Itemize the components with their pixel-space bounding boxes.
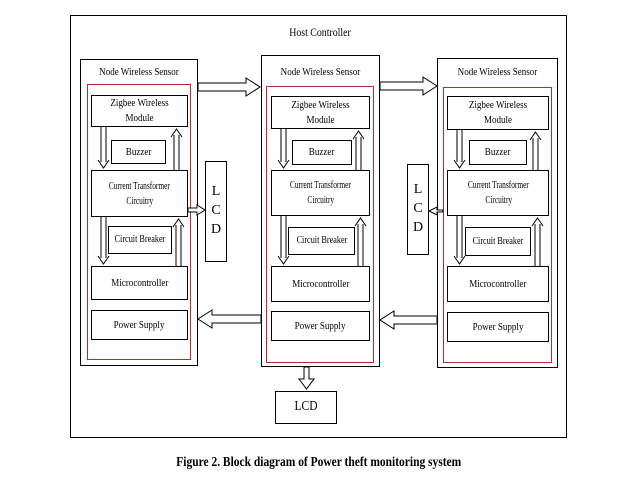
node-2-power-supply: Power Supply bbox=[271, 311, 370, 341]
node-1-zigbee-module: Zigbee Wireless Module bbox=[91, 95, 188, 127]
node-sensor-2-title: Node Wireless Sensor bbox=[280, 66, 361, 78]
arrow-n1-micro-to-ct bbox=[172, 218, 185, 266]
arrow-n3-micro-to-ct bbox=[531, 217, 544, 266]
node-3-circuit-breaker: Circuit Breaker bbox=[465, 227, 531, 256]
node-3-microcontroller: Microcontroller bbox=[447, 266, 549, 302]
node-1-power-supply: Power Supply bbox=[91, 310, 188, 340]
arrow-n3-ct-to-zigbee bbox=[529, 131, 542, 170]
node-2-microcontroller: Microcontroller bbox=[271, 266, 370, 302]
arrow-n2-ct-to-micro bbox=[277, 216, 290, 265]
arrow-n3-zigbee-to-ct bbox=[453, 130, 466, 169]
arrow-node2-to-node1 bbox=[197, 309, 262, 329]
arrow-node3-to-node2 bbox=[379, 310, 438, 330]
arrow-n3-ct-to-micro bbox=[453, 216, 466, 265]
arrow-n1-ct-to-micro bbox=[97, 217, 110, 265]
node-3-buzzer: Buzzer bbox=[469, 140, 527, 165]
figure-caption: Figure 2. Block diagram of Power theft m… bbox=[176, 455, 462, 470]
node-2-buzzer: Buzzer bbox=[292, 140, 352, 165]
node-1-microcontroller: Microcontroller bbox=[91, 266, 188, 300]
arrow-n2-ct-to-zigbee bbox=[352, 130, 365, 170]
lcd-bottom: LCD bbox=[275, 391, 337, 424]
arrow-n2-zigbee-to-ct bbox=[277, 129, 290, 169]
arrow-n1-zigbee-to-ct bbox=[97, 127, 110, 169]
arrow-node1-to-lcd-left bbox=[187, 204, 206, 216]
node-1-circuit-breaker: Circuit Breaker bbox=[108, 226, 172, 254]
node-sensor-3-inner-frame bbox=[443, 87, 552, 363]
arrow-node3-to-lcd-right bbox=[427, 206, 444, 216]
node-sensor-1-inner-frame bbox=[87, 84, 191, 360]
arrow-n2-micro-to-ct bbox=[354, 217, 367, 266]
arrow-node1-to-node2 bbox=[197, 77, 261, 97]
node-3-power-supply: Power Supply bbox=[447, 312, 549, 342]
arrow-node2-to-node3 bbox=[379, 76, 438, 96]
node-sensor-3-title: Node Wireless Sensor bbox=[457, 66, 538, 78]
node-1-buzzer: Buzzer bbox=[111, 140, 166, 164]
arrow-node2-to-lcd bbox=[298, 366, 315, 390]
node-2-circuit-breaker: Circuit Breaker bbox=[288, 227, 355, 255]
arrow-n1-ct-to-zigbee bbox=[170, 128, 183, 170]
node-3-zigbee-module: Zigbee Wireless Module bbox=[447, 96, 549, 130]
node-2-zigbee-module: Zigbee Wireless Module bbox=[271, 96, 370, 129]
host-controller-title: Host Controller bbox=[289, 25, 351, 39]
node-sensor-2-inner-frame bbox=[266, 86, 374, 363]
node-sensor-1-title: Node Wireless Sensor bbox=[99, 66, 179, 78]
